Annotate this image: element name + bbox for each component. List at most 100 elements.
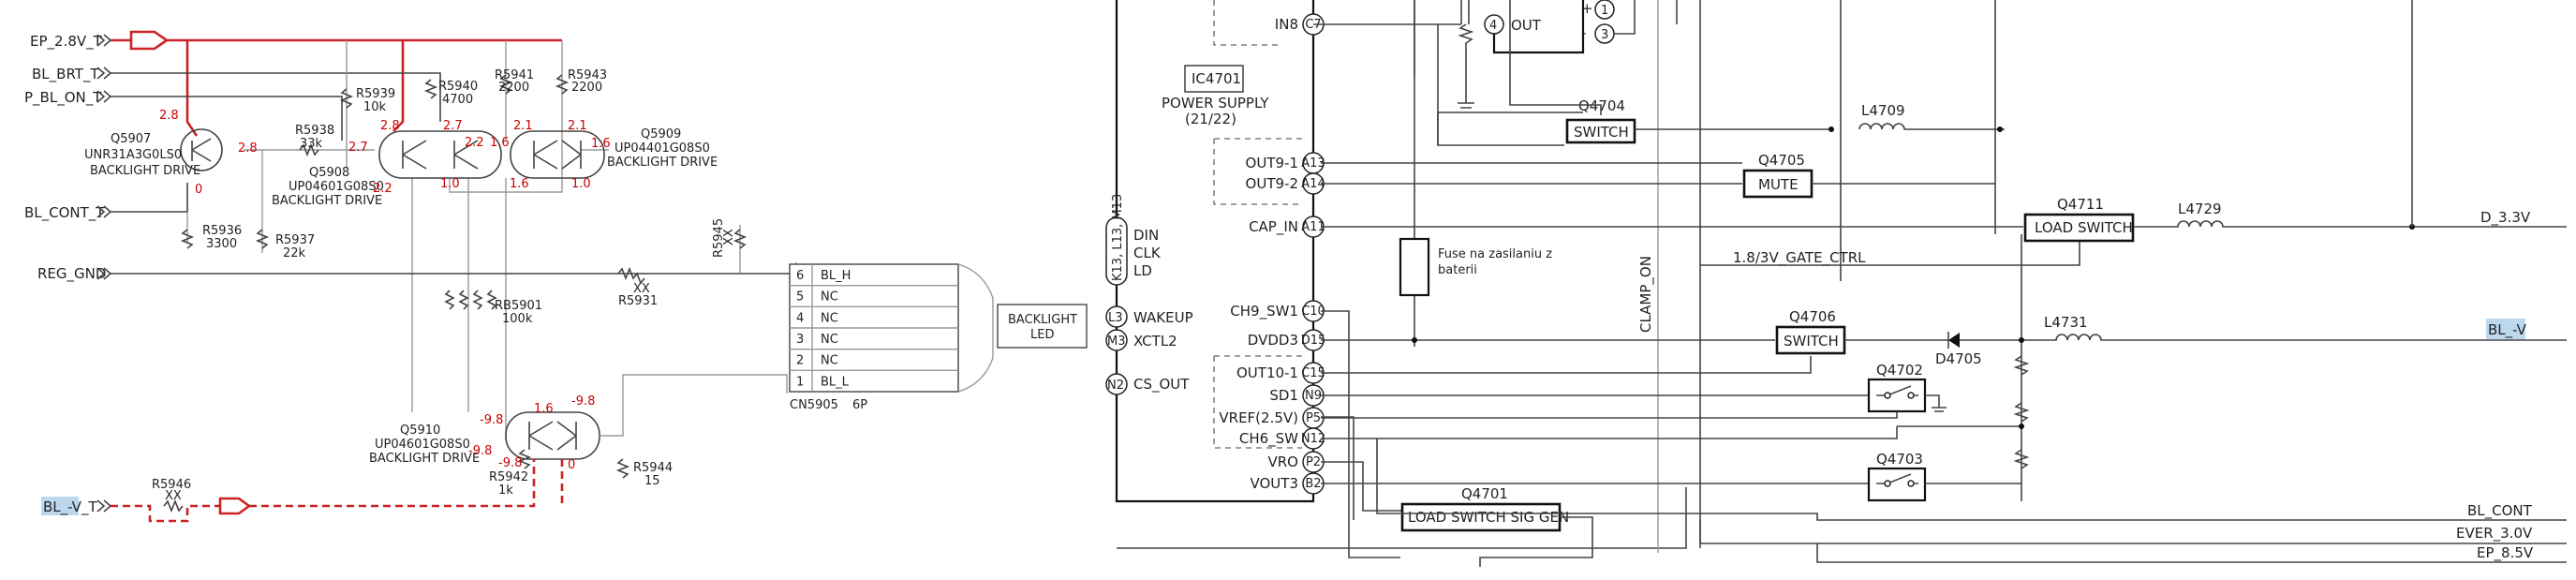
net-bl-v-highlight xyxy=(2486,319,2525,339)
q4701-load-switch-sig-gen-block xyxy=(1400,502,1562,532)
backlight-led-line2: LED xyxy=(1030,328,1054,342)
ic-pin-name: IN8 xyxy=(1275,16,1298,33)
ic-pin-number: A11 xyxy=(1301,220,1325,234)
q4701-label: LOAD SWITCH SIG GEN xyxy=(1408,509,1569,526)
r5945-ref: R5945 xyxy=(712,218,726,258)
r5942-val: 1k xyxy=(498,483,513,498)
svg-text:LD: LD xyxy=(1133,262,1152,279)
l4731-label: L4731 xyxy=(2044,314,2088,331)
connector-pin-name: NC xyxy=(821,290,838,305)
fuse-icon xyxy=(1399,237,1430,297)
svg-text:2.2: 2.2 xyxy=(373,182,392,196)
rb5901-ref: RB5901 xyxy=(495,299,542,313)
q4711-label: LOAD SWITCH xyxy=(2035,219,2133,236)
l4729-label: L4729 xyxy=(2178,201,2222,217)
backlight-led-line1: BACKLIGHT xyxy=(1008,313,1077,327)
svg-text:0: 0 xyxy=(568,458,575,472)
ic-pin-name: OUT9-1 xyxy=(1246,155,1298,171)
port-bl-brt: BL_BRT_T xyxy=(32,66,99,83)
svg-text:DIN: DIN xyxy=(1133,227,1159,244)
q5909-part: UP04401G08S0 xyxy=(614,141,710,156)
svg-text:1: 1 xyxy=(1601,4,1608,18)
transistor-q5908 xyxy=(378,130,502,179)
ic4701-sheet: (21/22) xyxy=(1185,111,1236,127)
svg-text:1.6: 1.6 xyxy=(591,137,611,151)
svg-text:0: 0 xyxy=(195,183,202,197)
q4711-load-switch-block xyxy=(2023,213,2135,243)
net-bl-v: BL_-V xyxy=(2488,321,2527,339)
svg-text:3: 3 xyxy=(1601,28,1608,42)
q5907-ref: Q5907 xyxy=(111,132,151,146)
port-bl-v-highlight xyxy=(41,497,79,515)
ic4701-func: POWER SUPPLY xyxy=(1162,95,1269,112)
q4705-label: MUTE xyxy=(1758,176,1799,193)
svg-text:XCTL2: XCTL2 xyxy=(1133,333,1177,349)
r5942-ref: R5942 xyxy=(489,470,528,484)
ic-pin-number: N12 xyxy=(1301,432,1325,446)
q5908-ref: Q5908 xyxy=(309,166,349,180)
r5943-val: 2200 xyxy=(571,81,602,95)
q4706-label: SWITCH xyxy=(1784,333,1839,349)
connector-pin-number: 2 xyxy=(796,354,804,368)
fuse-note-1: Fuse na zasilaniu z xyxy=(1438,247,1552,261)
opamp-symbol: 4 OUT 1 3 + - xyxy=(1313,0,1636,113)
ic4701-left-pins: K13, L13, M13 DIN CLK LD L3 WAKEUP M3 XC… xyxy=(1105,194,1193,395)
svg-text:2.1: 2.1 xyxy=(568,119,587,133)
q5910-part: UP04601G08S0 xyxy=(375,438,470,452)
ic-pin-number: P5 xyxy=(1306,411,1321,425)
r5946-val: XX xyxy=(165,489,182,503)
ic-pin-name: CH6_SW xyxy=(1239,430,1298,448)
l4709-label: L4709 xyxy=(1861,102,1905,119)
r5941-ref: R5941 xyxy=(495,68,534,82)
r5939-ref: R5939 xyxy=(356,87,395,101)
r5937-ref: R5937 xyxy=(275,233,315,247)
port-reg-gnd: REG_GND xyxy=(37,265,106,283)
q5908-part: UP04601G08S0 xyxy=(289,180,384,194)
transistor-q5909 xyxy=(510,130,605,179)
svg-text:1.6: 1.6 xyxy=(510,177,529,191)
ic-pin-name: VRO xyxy=(1268,454,1299,470)
fuse-note-2: baterii xyxy=(1438,263,1477,277)
q4705-ref: Q4705 xyxy=(1758,152,1805,169)
q5909-ref: Q5909 xyxy=(641,127,681,141)
svg-text:OUT: OUT xyxy=(1511,17,1542,34)
ic-pin-name: OUT10-1 xyxy=(1236,364,1298,381)
svg-text:2.1: 2.1 xyxy=(513,119,533,133)
q4704-switch-block xyxy=(1565,118,1636,144)
r5931-ref: R5931 xyxy=(618,294,658,308)
transistor-q5910 xyxy=(505,411,600,460)
svg-text:+: + xyxy=(1581,0,1593,17)
connector-pin-name: BL_L xyxy=(821,375,850,389)
r5940-val: 4700 xyxy=(442,93,473,107)
svg-text:1.6: 1.6 xyxy=(534,402,554,416)
r5940-ref: R5940 xyxy=(438,80,478,94)
r5931-val: XX xyxy=(633,282,650,296)
r5936-val: 3300 xyxy=(206,237,237,251)
ic-pin-name: CAP_IN xyxy=(1249,218,1298,236)
svg-text:K13, L13, M13: K13, L13, M13 xyxy=(1111,194,1125,281)
net-clamp-on: CLAMP_ON xyxy=(1637,256,1655,333)
ic-pin-number: C15 xyxy=(1301,366,1325,380)
connector-pin-name: NC xyxy=(821,333,838,347)
port-ep-28v: EP_2.8V_T xyxy=(30,33,103,51)
q4702-label: Q4702 xyxy=(1876,362,1923,379)
r5937-val: 22k xyxy=(283,246,306,260)
q4704-label: SWITCH xyxy=(1574,124,1629,141)
backlight-led-box: BACKLIGHT LED xyxy=(997,304,1088,349)
svg-text:-9.8: -9.8 xyxy=(480,413,503,427)
svg-text:N2: N2 xyxy=(1107,379,1124,393)
r5938-val: 33k xyxy=(300,137,323,151)
connector-pin-name: NC xyxy=(821,311,838,325)
ic-pin-name: VOUT3 xyxy=(1251,475,1299,492)
ic-pin-name: CH9_SW1 xyxy=(1230,303,1298,320)
voltage-labels: 2.8 2.8 0 2.8 2.7 2.2 2.2 2.7 2.1 2.1 1.… xyxy=(159,109,611,472)
connector-pin-number: 4 xyxy=(796,311,804,325)
d4705-label: D4705 xyxy=(1935,350,1982,367)
rb5901-val: 100k xyxy=(502,312,533,326)
r5945-val: XX xyxy=(722,229,736,245)
connector-pin-number: 1 xyxy=(796,375,804,389)
svg-text:1.6: 1.6 xyxy=(490,136,510,150)
ic-pin-number: N9 xyxy=(1305,389,1322,403)
